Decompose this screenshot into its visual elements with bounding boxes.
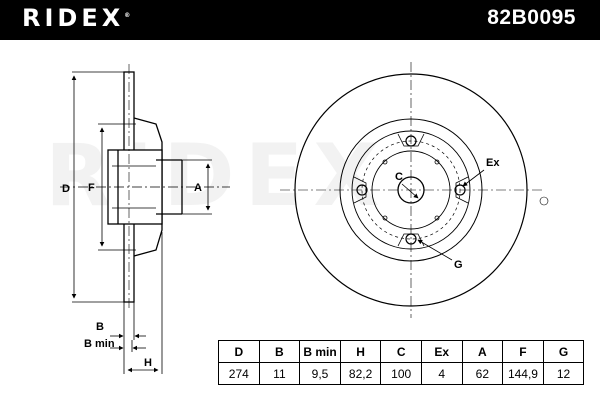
- table-header-cell: A: [461, 340, 504, 363]
- table-header-cell: H: [339, 340, 382, 363]
- dim-label-B: B: [96, 321, 104, 333]
- watermark: RIDEX: [45, 126, 390, 226]
- table-value-cell: 11: [258, 362, 301, 385]
- table-value-cell: 62: [461, 362, 504, 385]
- dim-label-F: F: [88, 182, 95, 194]
- dim-label-D: D: [62, 183, 70, 195]
- dim-label-C: C: [395, 171, 403, 183]
- table-value-cell: 82,2: [339, 362, 382, 385]
- table-header-cell: Ex: [420, 340, 463, 363]
- table-value-cell: 144,9: [502, 362, 544, 385]
- side-view-dimensions: [71, 71, 212, 374]
- dimension-table-header-row: D B B min H C Ex A F G: [218, 340, 585, 363]
- table-value-cell: 12: [542, 362, 585, 385]
- registered-mark-icon: [539, 196, 549, 206]
- table-header-cell: B min: [299, 340, 341, 363]
- table-header-cell: D: [218, 340, 260, 363]
- dim-label-A: A: [194, 182, 202, 194]
- table-value-cell: 274: [218, 362, 260, 385]
- dim-label-G: G: [454, 259, 463, 271]
- table-value-cell: 9,5: [299, 362, 341, 385]
- dim-label-B-min: B min: [84, 338, 115, 350]
- dim-label-Ex: Ex: [486, 157, 500, 169]
- table-header-cell: C: [380, 340, 422, 363]
- dimension-table: D B B min H C Ex A F G 274 11 9,5 82,2 1…: [218, 340, 585, 385]
- table-header-cell: G: [542, 340, 585, 363]
- technical-drawing: RIDEX: [45, 62, 549, 374]
- dimension-table-value-row: 274 11 9,5 82,2 100 4 62 144,9 12: [218, 362, 585, 385]
- front-view-leaders: [401, 169, 485, 261]
- side-view: [60, 64, 230, 310]
- table-header-cell: B: [258, 340, 301, 363]
- front-view: [280, 62, 545, 318]
- header-bar: RIDEX® 82B0095: [0, 0, 600, 40]
- table-value-cell: 100: [380, 362, 422, 385]
- brand-logo: RIDEX®: [22, 4, 131, 32]
- dim-label-H: H: [144, 357, 152, 369]
- part-number: 82B0095: [487, 6, 576, 29]
- table-value-cell: 4: [420, 362, 463, 385]
- table-header-cell: F: [502, 340, 544, 363]
